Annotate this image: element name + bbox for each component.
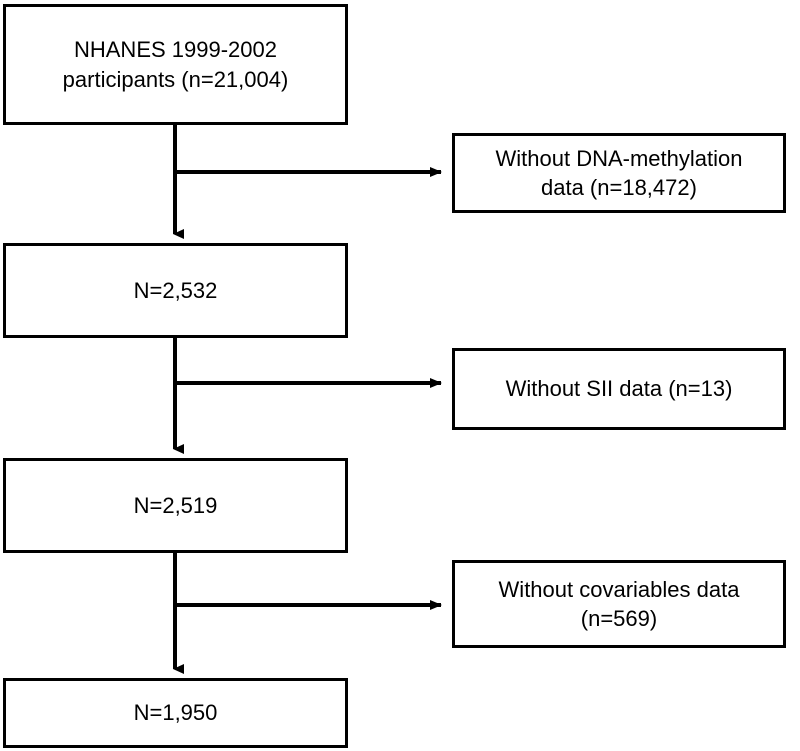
n-2532-box: N=2,532 [3,243,348,338]
n-1950-final-box: N=1,950 [3,678,348,748]
nhanes-source-population-box: NHANES 1999-2002 participants (n=21,004) [3,4,348,125]
connector-source-to-2532 [173,125,442,239]
connector-2519-to-1950 [173,553,442,674]
connector-2532-to-2519 [173,338,442,454]
without-sii-data-box: Without SII data (n=13) [452,348,786,430]
without-covariables-box: Without covariables data (n=569) [452,560,786,648]
n-2519-box: N=2,519 [3,458,348,553]
without-dna-methylation-box: Without DNA-methylation data (n=18,472) [452,133,786,213]
